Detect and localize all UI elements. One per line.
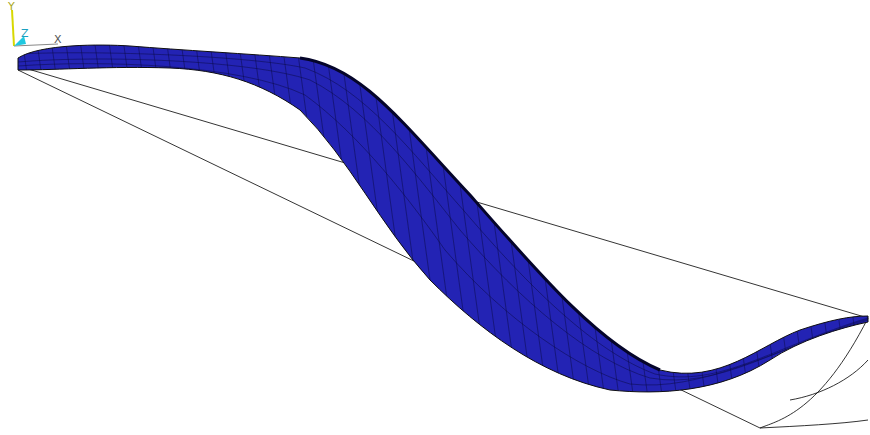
mesh-line: [291, 0, 351, 435]
mesh-line: [752, 0, 812, 435]
mesh-line: [478, 0, 538, 435]
band-edge: [300, 58, 660, 370]
mesh-line: [723, 0, 783, 435]
mesh-line: [809, 0, 869, 435]
mesh-line: [247, 0, 307, 435]
mesh-line: [824, 0, 870, 435]
mesh-line: [593, 0, 653, 435]
mesh-line: [60, 0, 120, 435]
mesh-line: [795, 0, 855, 435]
mesh-line: [146, 0, 206, 435]
mesh-line: [89, 0, 149, 435]
mesh-line: [737, 0, 797, 435]
mesh-line: [391, 0, 451, 435]
mesh-lines: [18, 53, 868, 385]
mesh-line: [435, 0, 495, 435]
mesh-line: [535, 0, 595, 435]
mesh-line: [492, 0, 552, 435]
mesh-line: [175, 0, 235, 435]
mesh-line: [305, 0, 365, 435]
mesh-line: [219, 0, 279, 435]
mesh-line: [74, 0, 134, 435]
mesh-line: [766, 0, 826, 435]
mesh-line: [103, 0, 163, 435]
axis-triad: [12, 10, 58, 46]
mesh-line: [579, 0, 639, 435]
mesh-line: [363, 0, 423, 435]
axis-label: X: [54, 34, 62, 46]
axis-label: Z: [21, 28, 29, 40]
mesh-line: [406, 0, 466, 435]
mesh-line: [262, 0, 322, 435]
mesh-line: [564, 0, 624, 435]
mesh-line: [636, 0, 696, 435]
mesh-line: [0, 0, 48, 435]
mesh-line: [449, 0, 509, 435]
mesh-line: [348, 0, 408, 435]
mesh-line: [17, 0, 77, 435]
deformed-wing: [18, 45, 868, 392]
mesh-line: [132, 0, 192, 435]
mesh-line: [420, 0, 480, 435]
mesh-line: [46, 0, 106, 435]
mesh-line: [665, 0, 725, 435]
mesh-line: [622, 0, 682, 435]
mesh-line: [550, 0, 610, 435]
mesh-line: [204, 0, 264, 435]
mesh-line: [2, 0, 62, 435]
mesh-line: [377, 0, 437, 435]
mesh-line: [233, 0, 293, 435]
mesh-line: [118, 0, 178, 435]
mesh-line: [694, 0, 754, 435]
axis-label: Y: [8, 1, 15, 13]
mesh-line: [521, 0, 581, 435]
mesh-line: [31, 0, 91, 435]
mesh-line: [190, 0, 250, 435]
mesh-line: [680, 0, 740, 435]
mesh-line: [708, 0, 768, 435]
mesh-line: [838, 0, 870, 435]
mesh-line: [780, 0, 840, 435]
mesh-line: [507, 0, 567, 435]
mesh-line: [334, 0, 394, 435]
mesh-line: [161, 0, 221, 435]
mesh-line: [463, 0, 523, 435]
